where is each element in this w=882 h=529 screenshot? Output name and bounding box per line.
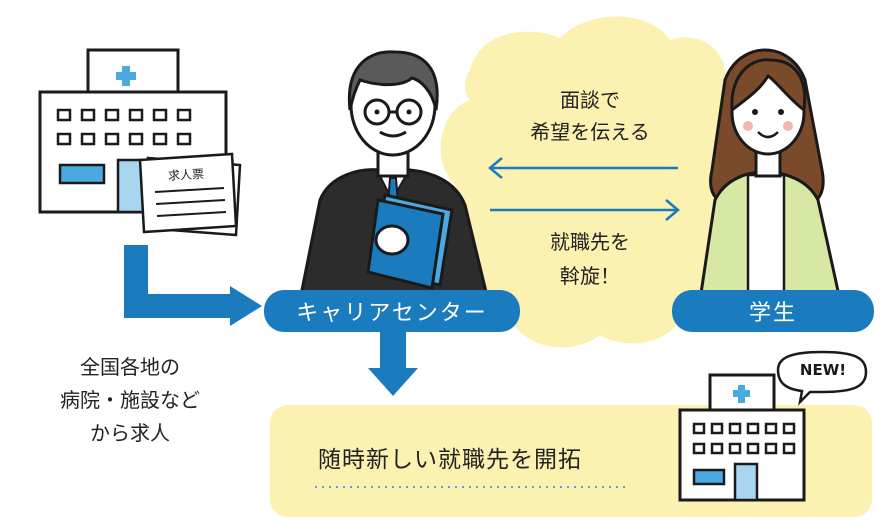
result-text: 随時新しい就職先を開拓 [318,447,582,473]
counselor-figure [298,50,490,302]
source-text-line3: から求人 [90,421,170,445]
source-text-line2: 病院・施設など [60,388,200,412]
bubble-text-line2: 希望を伝える [530,120,650,144]
new-badge-bubble [776,350,868,406]
hospital-icon-right [678,373,806,502]
source-text-line1: 全国各地の [80,355,180,379]
mediate-text-line1: 就職先を [550,230,630,254]
mediate-text-line2: 斡旋！ [560,264,620,288]
arrow-student-to-center [488,157,678,179]
career-center-label: キャリアセンター [264,290,520,332]
conversation-cloud [436,16,754,348]
new-badge-text: NEW! [799,361,847,379]
bubble-text-line1: 面談で [560,88,620,112]
arrow-center-to-student [490,199,680,221]
arrow-hospital-to-center [124,245,262,326]
student-label: 学生 [672,290,874,332]
arrow-center-to-result [368,330,418,396]
student-figure [698,48,842,302]
job-sheet-label: 求人票 [167,167,205,183]
job-sheet-icon [138,152,242,237]
